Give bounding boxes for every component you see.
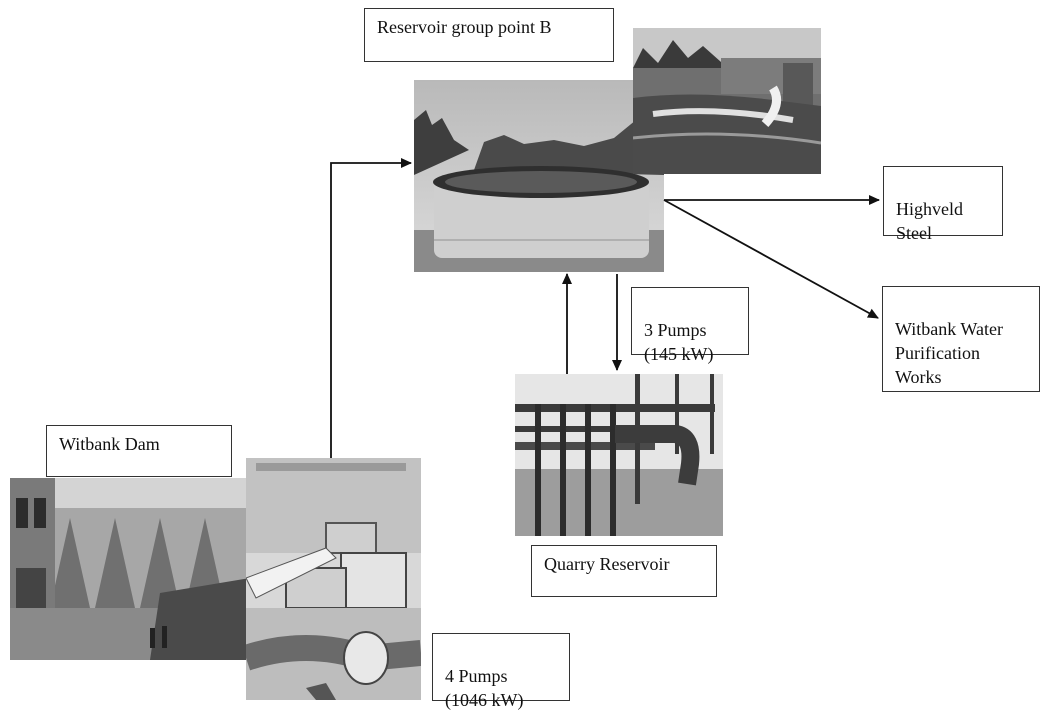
witbank-dam-text: Witbank Dam: [59, 434, 160, 454]
pump-station-photo: [246, 458, 421, 700]
pumps-3-text: 3 Pumps (145 kW): [644, 320, 714, 364]
witbank-water-purification-label: Witbank Water Purification Works: [882, 286, 1040, 392]
pumps-4-text: 4 Pumps (1046 kW): [445, 666, 524, 710]
pumps-3-label: 3 Pumps (145 kW): [631, 287, 749, 364]
pumps-4-label: 4 Pumps (1046 kW): [432, 633, 570, 710]
witbank-dam-photo: [10, 478, 250, 660]
highveld-steel-label: Highveld Steel: [883, 166, 1003, 243]
quarry-reservoir-label: Quarry Reservoir: [531, 545, 717, 597]
quarry-reservoir-text: Quarry Reservoir: [544, 554, 670, 574]
highveld-steel-text: Highveld Steel: [896, 199, 963, 243]
reservoir-group-b-label: Reservoir group point B: [364, 8, 614, 62]
arrow-to-purification-works: [663, 199, 879, 319]
reservoir-tank-photo: [414, 80, 664, 272]
quarry-reservoir-photo: [515, 374, 723, 536]
witbank-water-purification-text: Witbank Water Purification Works: [895, 319, 1003, 387]
reservoir-group-b-text: Reservoir group point B: [377, 17, 552, 37]
witbank-dam-label: Witbank Dam: [46, 425, 232, 477]
arrow-dam-to-reservoir: [330, 158, 412, 458]
reservoir-outflow-photo: [633, 28, 821, 174]
